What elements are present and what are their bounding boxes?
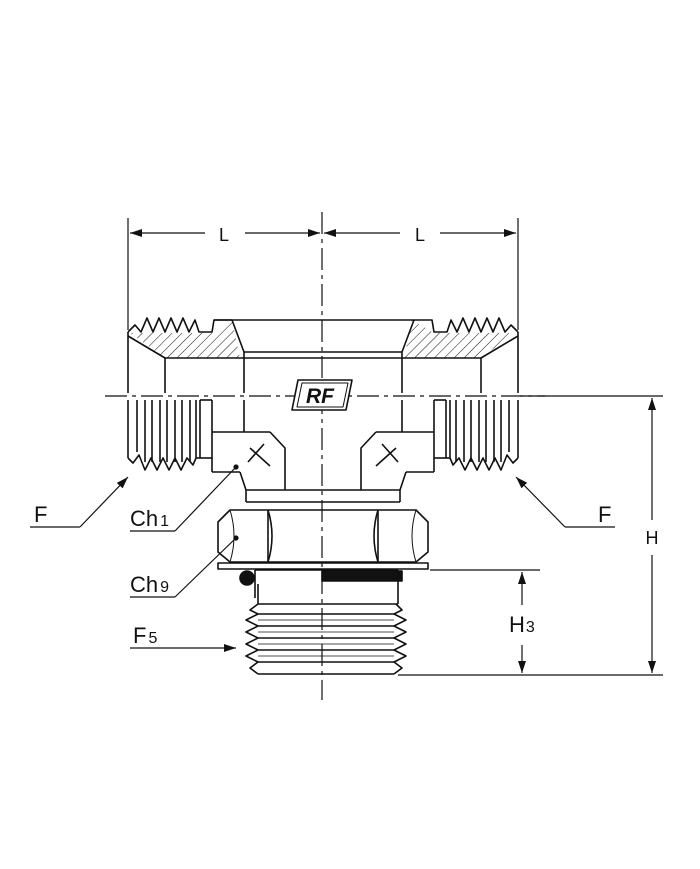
- rf-logo: [291, 379, 353, 411]
- leader-ch1: [130, 464, 239, 532]
- right-port-thread: [433, 399, 519, 471]
- hex-nut: [217, 509, 429, 563]
- dimension-h: [398, 395, 663, 676]
- rf-logo-text: RF: [306, 385, 335, 408]
- leader-ch9: [130, 535, 239, 598]
- dimension-h3: [430, 569, 540, 673]
- label-l-left: L: [219, 225, 229, 245]
- dimension-l: [127, 218, 519, 330]
- tee-branch: [211, 400, 435, 503]
- label-f-right: F: [598, 502, 611, 527]
- label-h3: H3: [509, 612, 535, 637]
- label-h: H: [646, 528, 659, 548]
- sealing-washer: [217, 562, 429, 604]
- leader-f-left: [30, 476, 129, 528]
- label-l-right: L: [415, 225, 425, 245]
- stud-thread: [245, 584, 407, 675]
- left-port-thread: [127, 399, 213, 471]
- tee-body: [127, 317, 519, 393]
- leader-f-right: [515, 476, 615, 528]
- label-f-left: F: [34, 502, 47, 527]
